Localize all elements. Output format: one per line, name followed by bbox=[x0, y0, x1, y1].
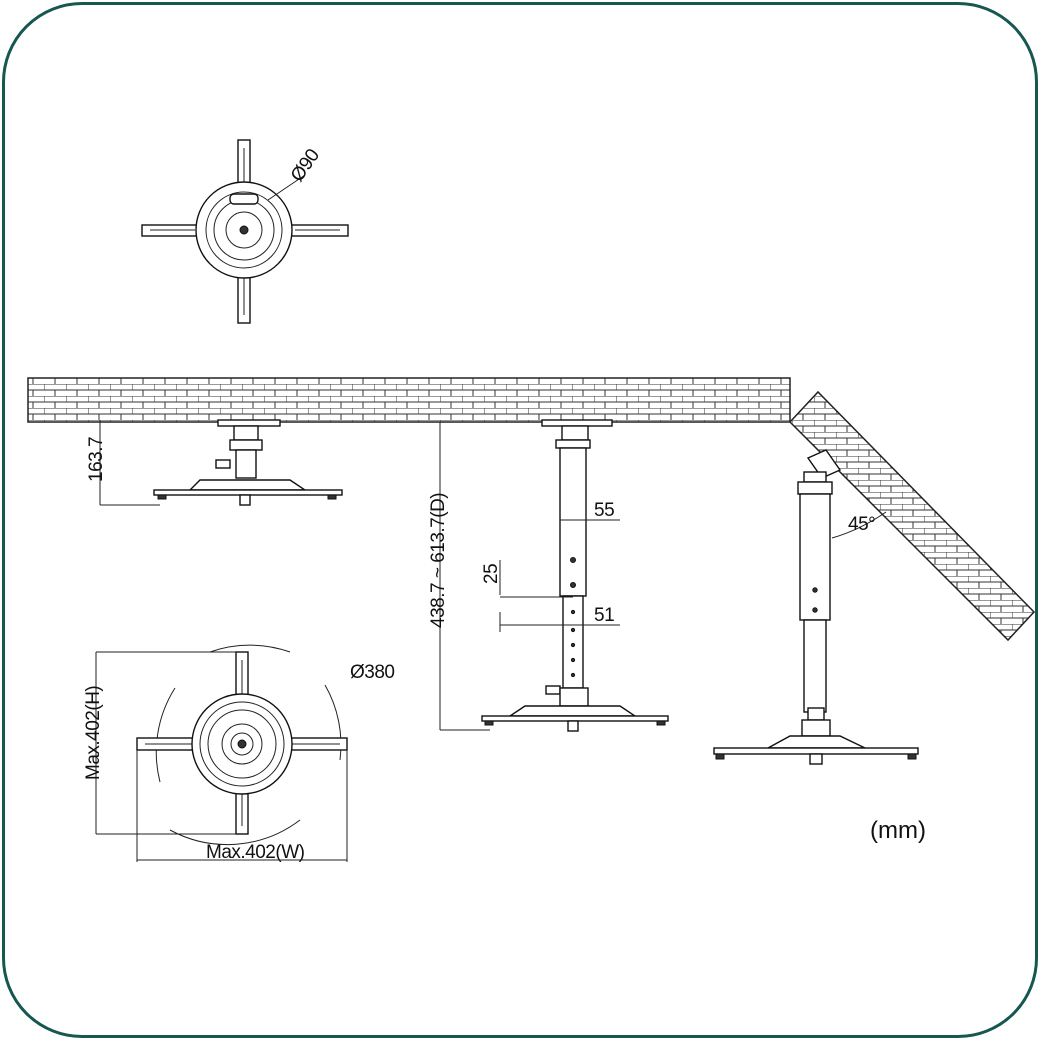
unit-label: (mm) bbox=[870, 817, 926, 844]
tube-inner-label: 51 bbox=[594, 605, 614, 626]
height-min-label: 163.7 bbox=[86, 437, 107, 482]
angle-label: 45° bbox=[848, 514, 875, 535]
max-width-label: Max.402(W) bbox=[206, 842, 305, 863]
extended-mount: 438.7 ~ 613.7(D) 55 25 51 bbox=[428, 419, 669, 732]
top-diameter-label: Ø90 bbox=[287, 146, 324, 186]
bottom-view: Max.402(H) Max.402(W) Ø380 bbox=[83, 644, 395, 863]
ceiling-brick-wall bbox=[27, 377, 791, 423]
tube-outer-label: 55 bbox=[594, 500, 614, 521]
depth-range-label: 438.7 ~ 613.7(D) bbox=[428, 493, 449, 628]
short-mount: 163.7 bbox=[86, 419, 343, 506]
base-diameter-label: Ø380 bbox=[350, 662, 394, 683]
slanted-brick-wall bbox=[788, 390, 1036, 642]
tube-step-label: 25 bbox=[481, 564, 502, 584]
angled-mount: 45° bbox=[713, 449, 919, 765]
max-height-label: Max.402(H) bbox=[83, 686, 104, 780]
top-view: Ø90 bbox=[141, 139, 349, 324]
